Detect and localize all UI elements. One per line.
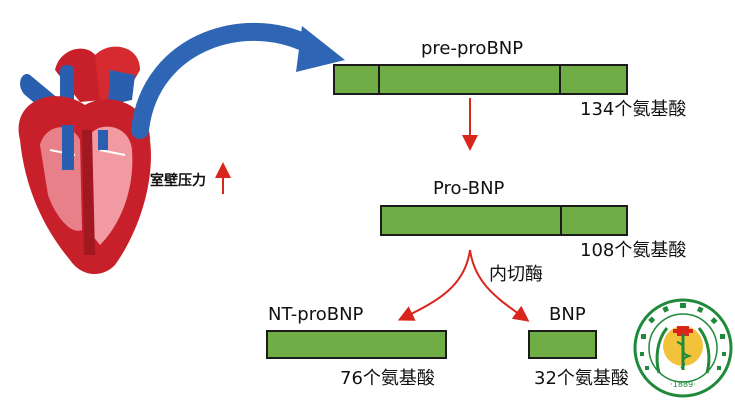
wall-pressure-label: 室壁压力: [150, 173, 206, 189]
enzyme-label: 内切酶: [489, 264, 543, 285]
ntprobnp-aa-count: 76个氨基酸: [340, 368, 435, 389]
pre-probnp-bnp-segment: [559, 64, 628, 95]
svg-text:·1889·: ·1889·: [670, 380, 695, 389]
pre-probnp-nt-segment: [378, 64, 561, 95]
ntprobnp-label: NT-proBNP: [268, 304, 364, 325]
pre-probnp-aa-count: 134个氨基酸: [580, 99, 687, 120]
blue-arrowhead: [296, 26, 345, 72]
probnp-bnp-segment: [560, 205, 628, 236]
blue-curve-arrow: [131, 22, 324, 139]
pre-probnp-label: pre-proBNP: [421, 38, 524, 59]
bnp-aa-count: 32个氨基酸: [534, 368, 629, 389]
pre-probnp-signal-segment: [333, 64, 380, 95]
ntprobnp-segment: [266, 330, 447, 359]
bnp-label: BNP: [549, 304, 586, 325]
bnp-segment: [528, 330, 597, 359]
probnp-nt-segment: [380, 205, 562, 236]
probnp-aa-count: 108个氨基酸: [580, 240, 687, 261]
heart-illustration: [18, 46, 151, 275]
split-arrow-right: [469, 249, 530, 322]
probnp-label: Pro-BNP: [433, 178, 505, 199]
split-arrow-left: [397, 249, 471, 321]
hospital-logo: ·1889·: [633, 298, 733, 398]
